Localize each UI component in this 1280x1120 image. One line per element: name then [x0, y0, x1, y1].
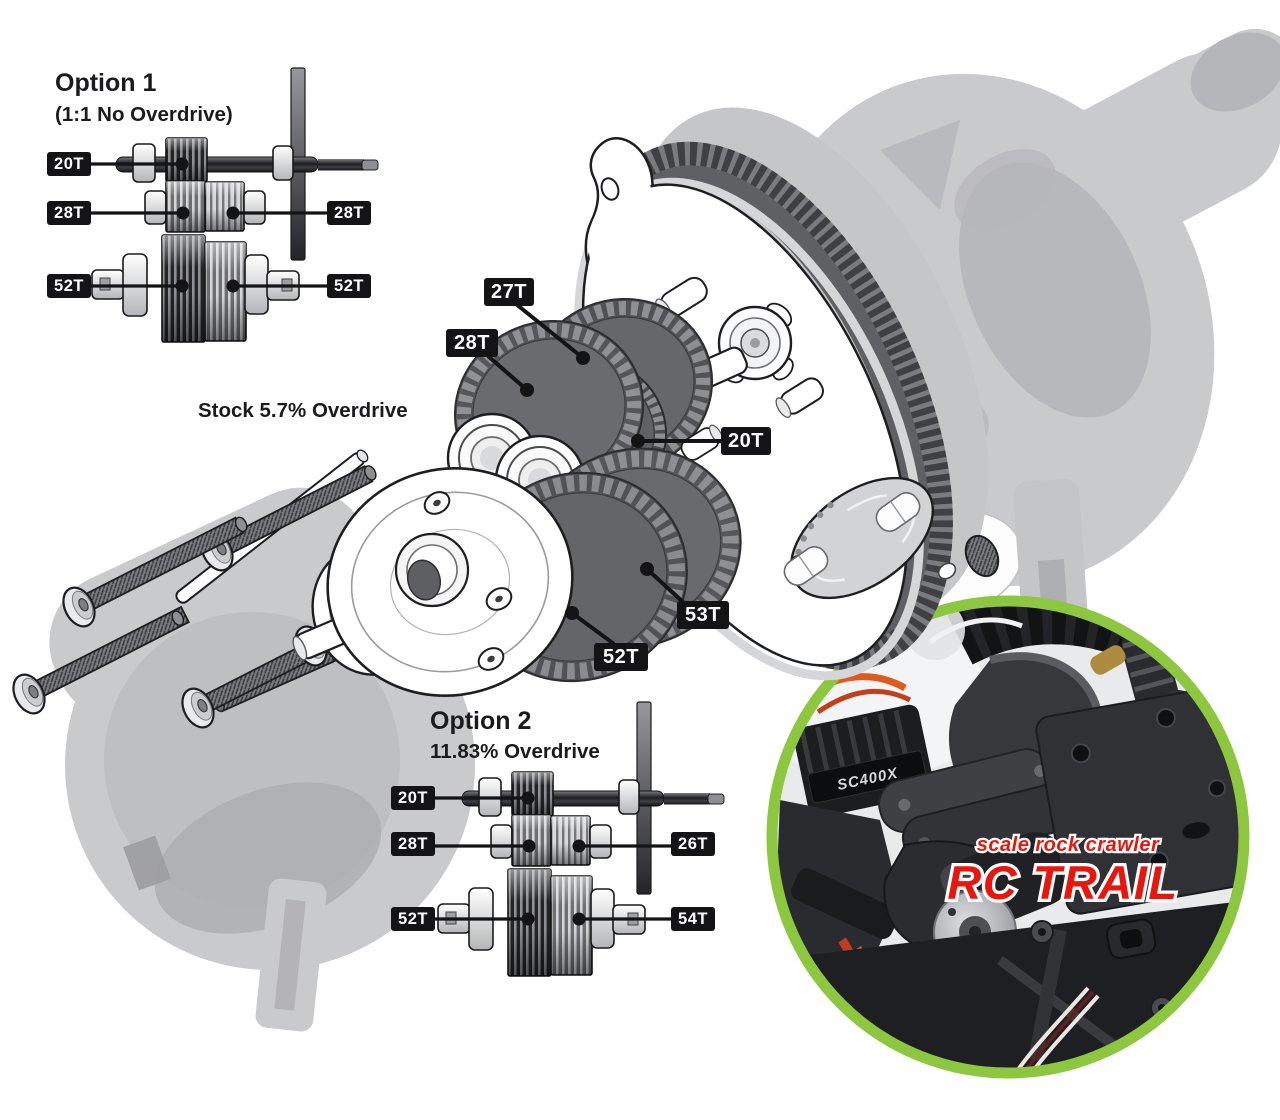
standoff-post [775, 377, 824, 419]
gear-label-stock-28t: 28T [446, 329, 498, 357]
leader-lines [91, 157, 721, 926]
gear-label-option1-28t-right: 28T [327, 201, 371, 225]
inset-photo: SC400X [766, 595, 1250, 1079]
gear-label-stock-52t: 52T [594, 643, 648, 671]
gear-label-stock-20t: 20T [721, 427, 771, 455]
gear-label-option2-20t: 20T [391, 786, 435, 810]
gear-label-option1-52t-left: 52T [47, 274, 91, 298]
inset-ring [766, 595, 1250, 1079]
option2-title: Option 2 [430, 707, 532, 735]
gear-label-option1-52t-right: 52T [327, 274, 371, 298]
exploded-transmission [292, 107, 1000, 697]
gear-label-stock-27t: 27T [484, 278, 534, 306]
screw [12, 605, 190, 715]
stock-caption: Stock 5.7% Overdrive [198, 399, 408, 422]
option1-title: Option 1 [55, 69, 157, 97]
inset-brand: RC TRAIL [947, 856, 1178, 909]
screw [62, 516, 248, 628]
inset-tagline: scale rock crawler [977, 834, 1160, 856]
diff-case [292, 467, 574, 697]
option2-subtitle: 11.83% Overdrive [430, 740, 600, 763]
gear-label-option1-28t-left: 28T [47, 201, 91, 225]
gear-label-option2-52t: 52T [391, 907, 435, 931]
gear-label-stock-53t: 53T [677, 601, 729, 629]
option1-subtitle: (1:1 No Overdrive) [55, 103, 233, 126]
gear-label-option2-54t: 54T [671, 907, 715, 931]
gear-label-option1-20t: 20T [47, 152, 91, 176]
gear-label-option2-26t: 26T [671, 832, 715, 856]
gear-label-option2-28t: 28T [391, 832, 435, 856]
